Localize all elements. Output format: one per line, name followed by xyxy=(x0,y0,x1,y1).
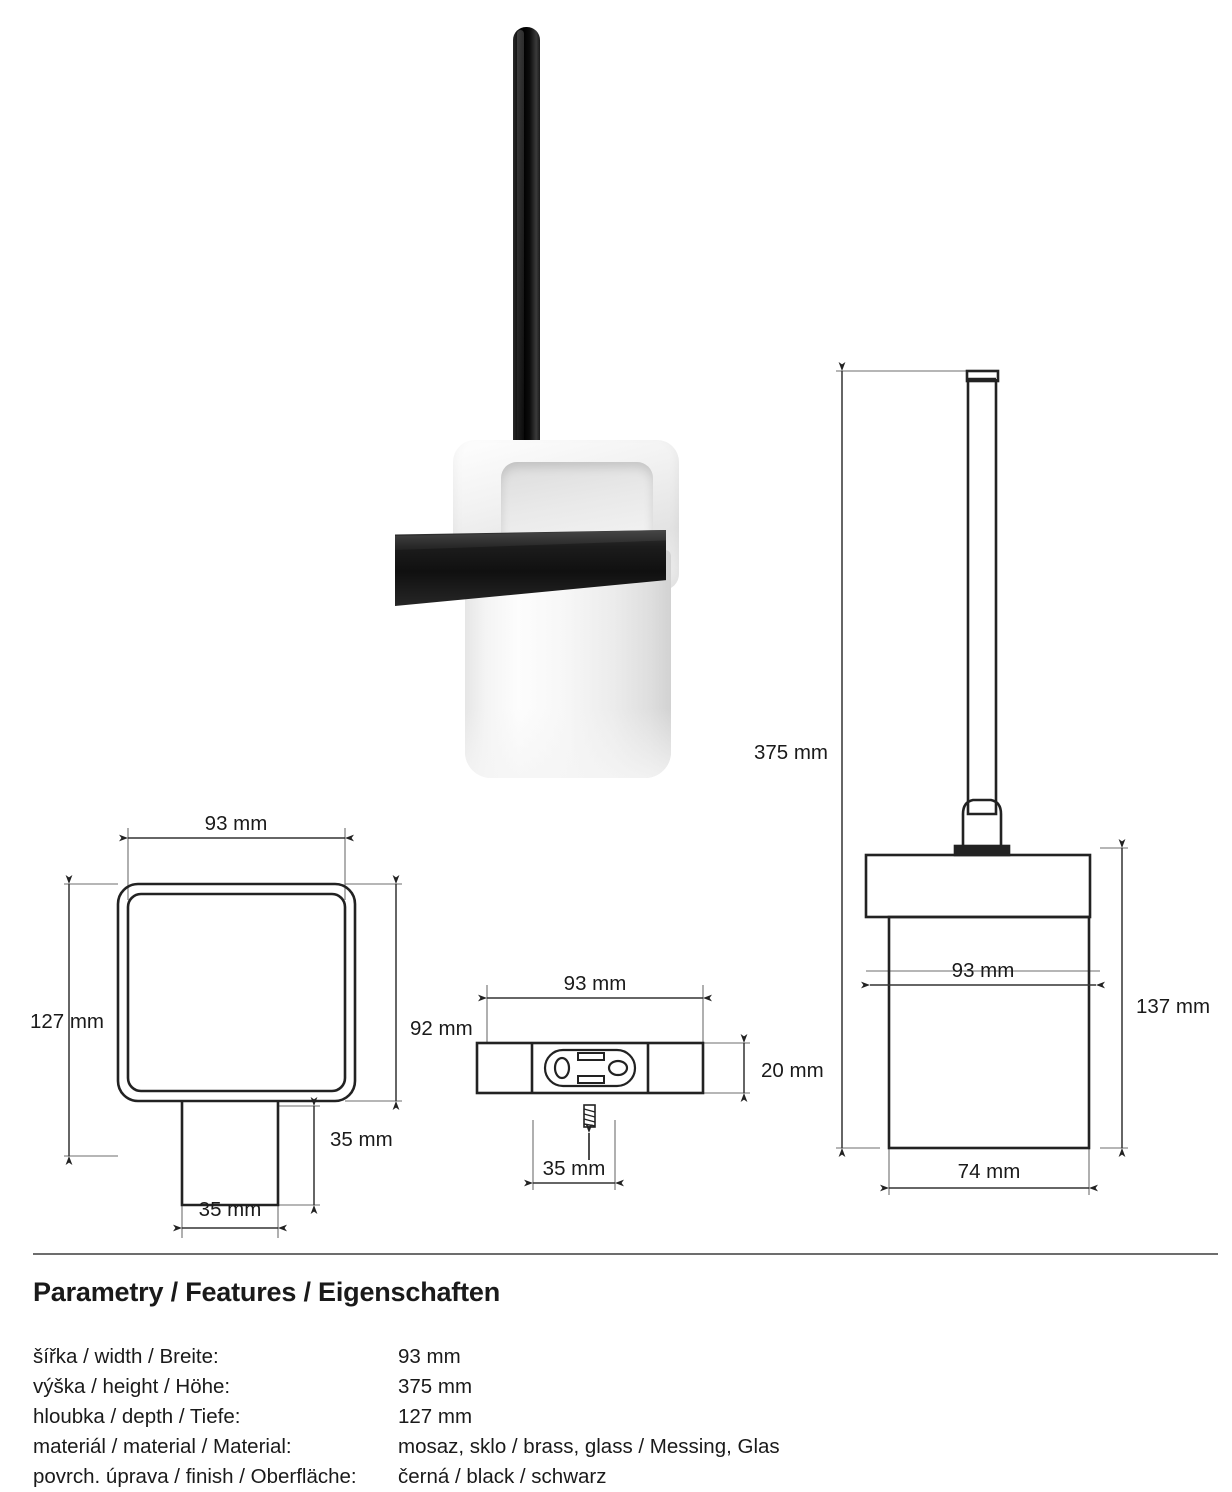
spec-row: šířka / width / Breite: 93 mm xyxy=(33,1342,1203,1372)
spec-value-depth: 127 mm xyxy=(398,1405,473,1428)
dim-plate-width: 93 mm xyxy=(564,972,627,995)
dim-top-depth: 127 mm xyxy=(30,1010,104,1033)
dimension-labels: 93 mm 127 mm 92 mm 35 mm 35 mm 93 mm 20 … xyxy=(30,741,1210,1221)
spec-label-material: materiál / material / Material: xyxy=(33,1435,292,1458)
dim-top-width: 93 mm xyxy=(205,812,268,835)
spec-value-material: mosaz, sklo / brass, glass / Messing, Gl… xyxy=(398,1435,780,1458)
spec-row: povrch. úprava / finish / Oberfläche: če… xyxy=(33,1462,1203,1492)
spec-row: hloubka / depth / Tiefe: 127 mm xyxy=(33,1402,1203,1432)
spec-label-height: výška / height / Höhe: xyxy=(33,1375,231,1398)
dim-stem-height: 35 mm xyxy=(330,1128,393,1151)
dimension-lines xyxy=(65,362,1126,1232)
top-view-outline xyxy=(116,882,357,1207)
dim-glass-height: 137 mm xyxy=(1136,995,1210,1018)
spec-row: výška / height / Höhe: 375 mm xyxy=(33,1372,1203,1402)
dim-glass-width: 74 mm xyxy=(958,1160,1021,1183)
elevation-outline xyxy=(864,369,1092,1150)
dim-top-inner-height: 92 mm xyxy=(410,1017,473,1040)
spec-value-height: 375 mm xyxy=(398,1375,473,1398)
spec-label-depth: hloubka / depth / Tiefe: xyxy=(33,1405,241,1428)
section-divider xyxy=(33,1253,1218,1255)
spec-row: materiál / material / Material: mosaz, s… xyxy=(33,1432,1203,1462)
mounting-screw-icon xyxy=(583,1104,596,1160)
dim-screw-spacing: 35 mm xyxy=(543,1157,606,1180)
spec-label-finish: povrch. úprava / finish / Oberfläche: xyxy=(33,1465,357,1488)
spec-value-finish: černá / black / schwarz xyxy=(398,1465,607,1488)
plate-view-outline xyxy=(475,1041,705,1095)
spec-label-width: šířka / width / Breite: xyxy=(33,1345,219,1368)
dim-total-height: 375 mm xyxy=(754,741,828,764)
product-photo xyxy=(395,0,715,800)
dim-plate-height: 20 mm xyxy=(761,1059,824,1082)
specifications-section: Parametry / Features / Eigenschaften šíř… xyxy=(33,1277,1203,1492)
spec-value-width: 93 mm xyxy=(398,1345,461,1368)
page-title: Parametry / Features / Eigenschaften xyxy=(33,1277,500,1307)
dim-holder-width: 93 mm xyxy=(952,959,1015,982)
technical-drawings: 93 mm 127 mm 92 mm 35 mm 35 mm 93 mm 20 … xyxy=(30,362,1210,1238)
holder-bracket xyxy=(395,530,666,606)
glass-cup-body xyxy=(465,550,671,778)
dim-stem-width: 35 mm xyxy=(199,1198,262,1221)
